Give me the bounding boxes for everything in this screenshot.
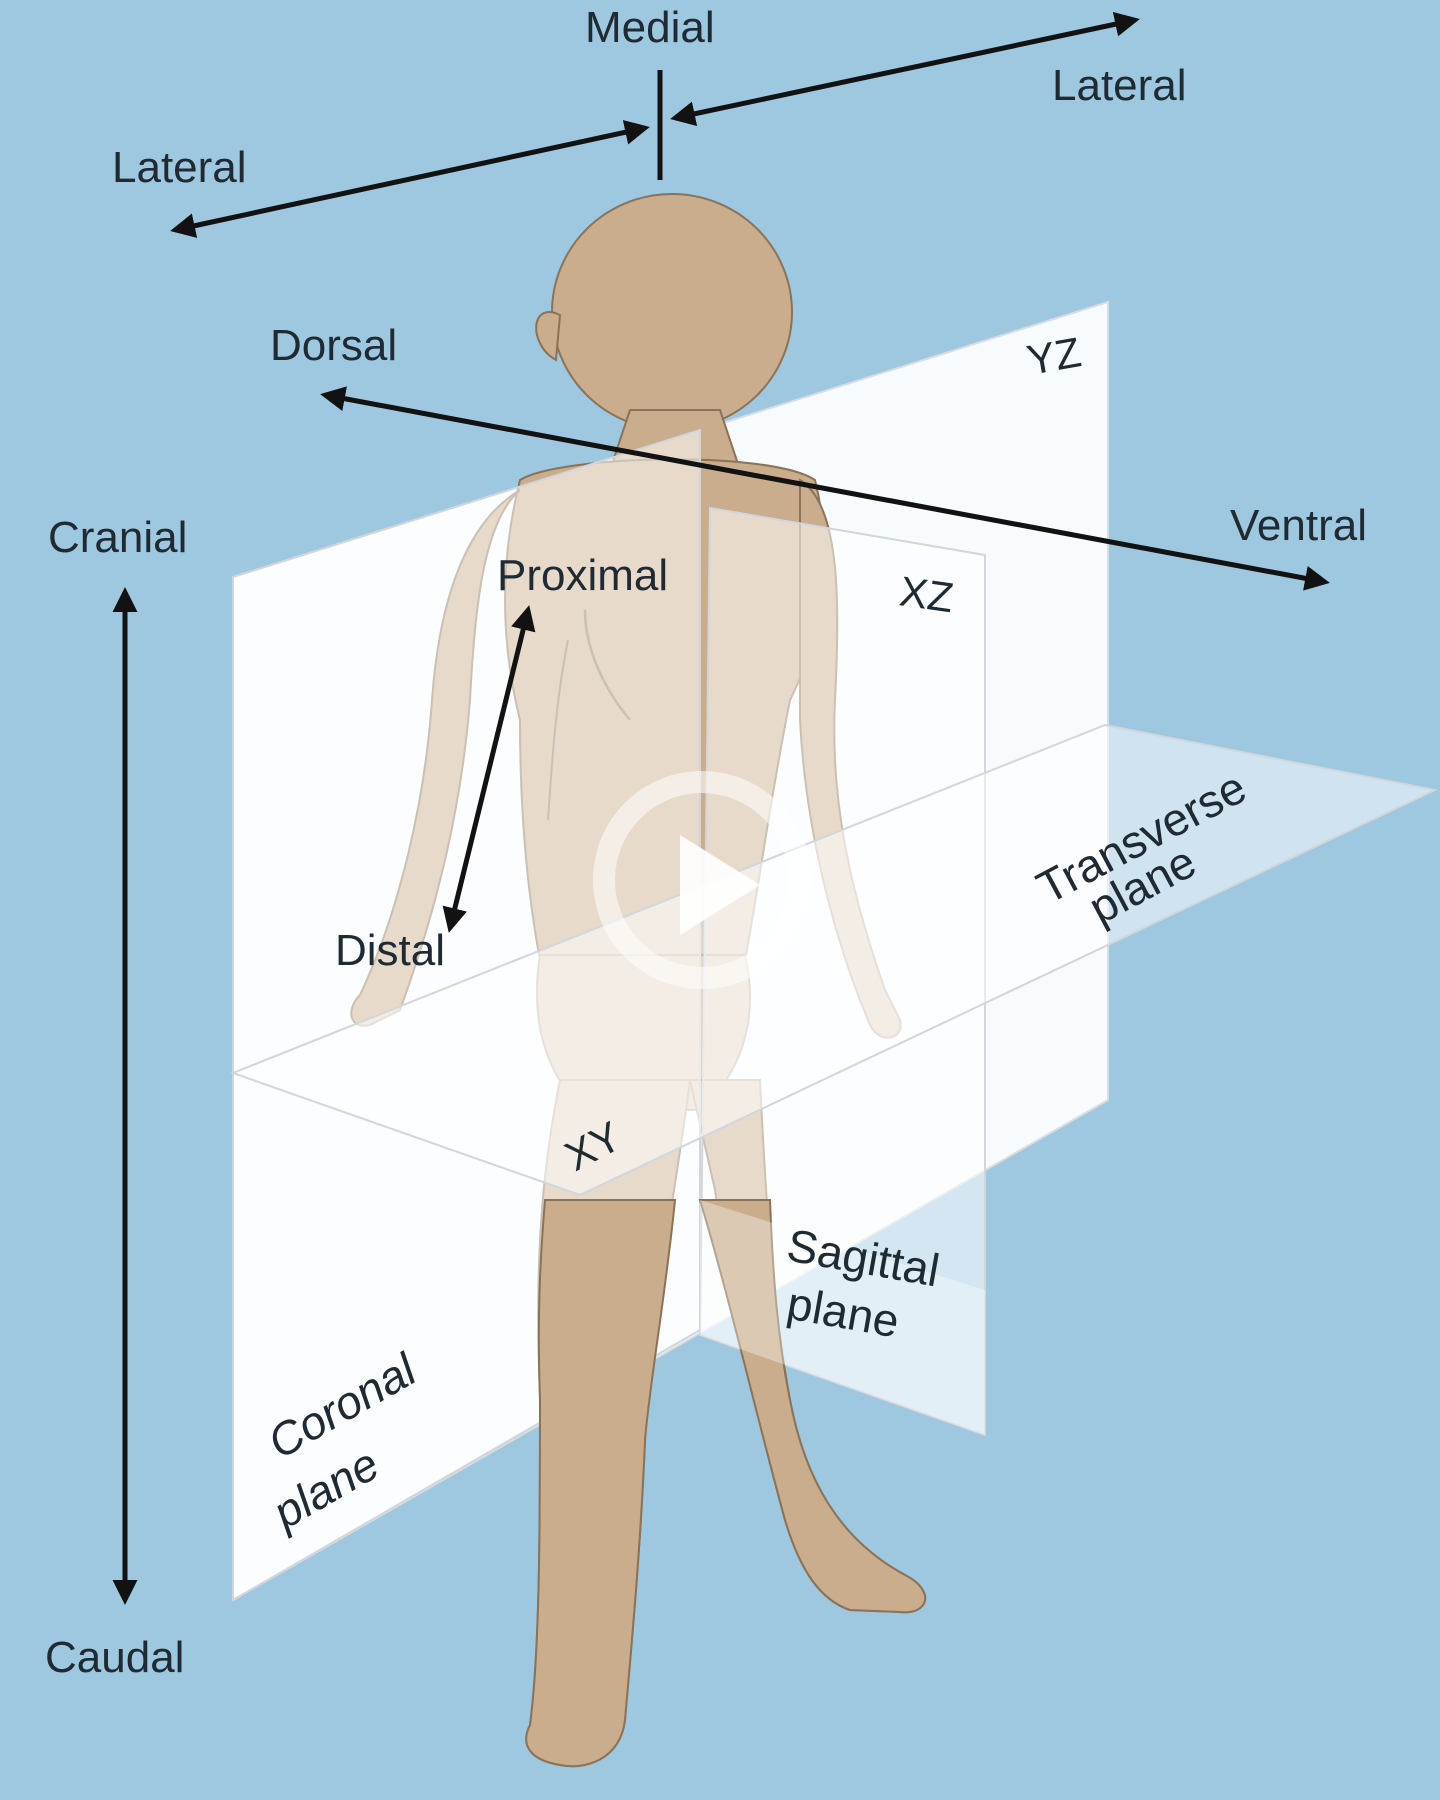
label-lateral-left: Lateral [112, 143, 247, 192]
label-ventral: Ventral [1230, 501, 1367, 550]
proximal-distal-arrow [442, 605, 536, 933]
dorsal-ventral-arrow [320, 386, 1330, 591]
label-distal: Distal [335, 926, 445, 975]
label-proximal: Proximal [497, 551, 668, 600]
head [551, 193, 793, 431]
label-lateral-right: Lateral [1052, 61, 1187, 110]
lateral-left-arrow [170, 120, 650, 238]
label-caudal: Caudal [45, 1633, 184, 1682]
ear [535, 311, 562, 362]
label-xz: XZ [897, 567, 957, 621]
sagittal-plane-lower [700, 1200, 985, 1435]
play-ring [593, 771, 811, 989]
label-cranial: Cranial [48, 513, 187, 562]
play-icon [680, 835, 760, 935]
lower-legs [525, 1199, 926, 1768]
transverse-plane [230, 723, 1439, 1197]
label-yz: YZ [1023, 328, 1084, 384]
label-medial: Medial [585, 3, 715, 52]
video-play-button[interactable] [593, 771, 811, 989]
lateral-right-arrow [670, 11, 1140, 127]
label-dorsal: Dorsal [270, 321, 397, 370]
